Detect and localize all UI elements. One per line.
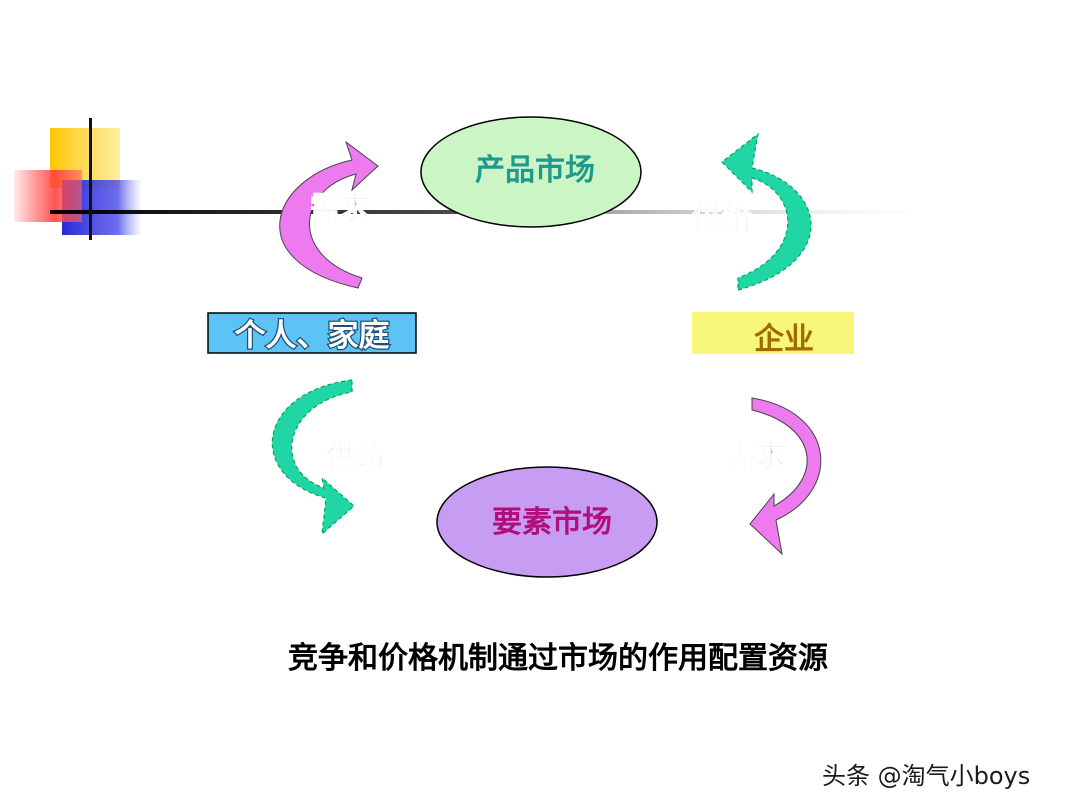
firm-supply-arrow [721, 132, 812, 291]
diagram-caption: 竞争和价格机制通过市场的作用配置资源 [288, 641, 828, 676]
product-market-ellipse [420, 116, 642, 228]
household-demand-arrow [279, 140, 379, 289]
firm-demand-label: 需求 [726, 439, 786, 474]
factor-market-ellipse [436, 466, 658, 578]
firm-supply-label: 供给 [691, 201, 752, 236]
firm-demand-arrow [749, 397, 822, 556]
firms-box [692, 312, 854, 354]
factor-market-label: 要素市场 [492, 505, 612, 540]
households-label: 个人、家庭 [235, 318, 390, 354]
product-market-label: 产品市场 [475, 153, 595, 188]
household-demand-label: 需求 [310, 191, 370, 226]
firms-label: 企业 [754, 322, 814, 357]
households-box [207, 312, 417, 354]
decor-red-square [14, 170, 82, 222]
decor-vertical-rule [89, 118, 92, 240]
household-supply-label: 供给 [325, 439, 386, 474]
watermark: 头条 @淘气小boys [822, 762, 1031, 790]
household-supply-arrow [271, 379, 355, 536]
